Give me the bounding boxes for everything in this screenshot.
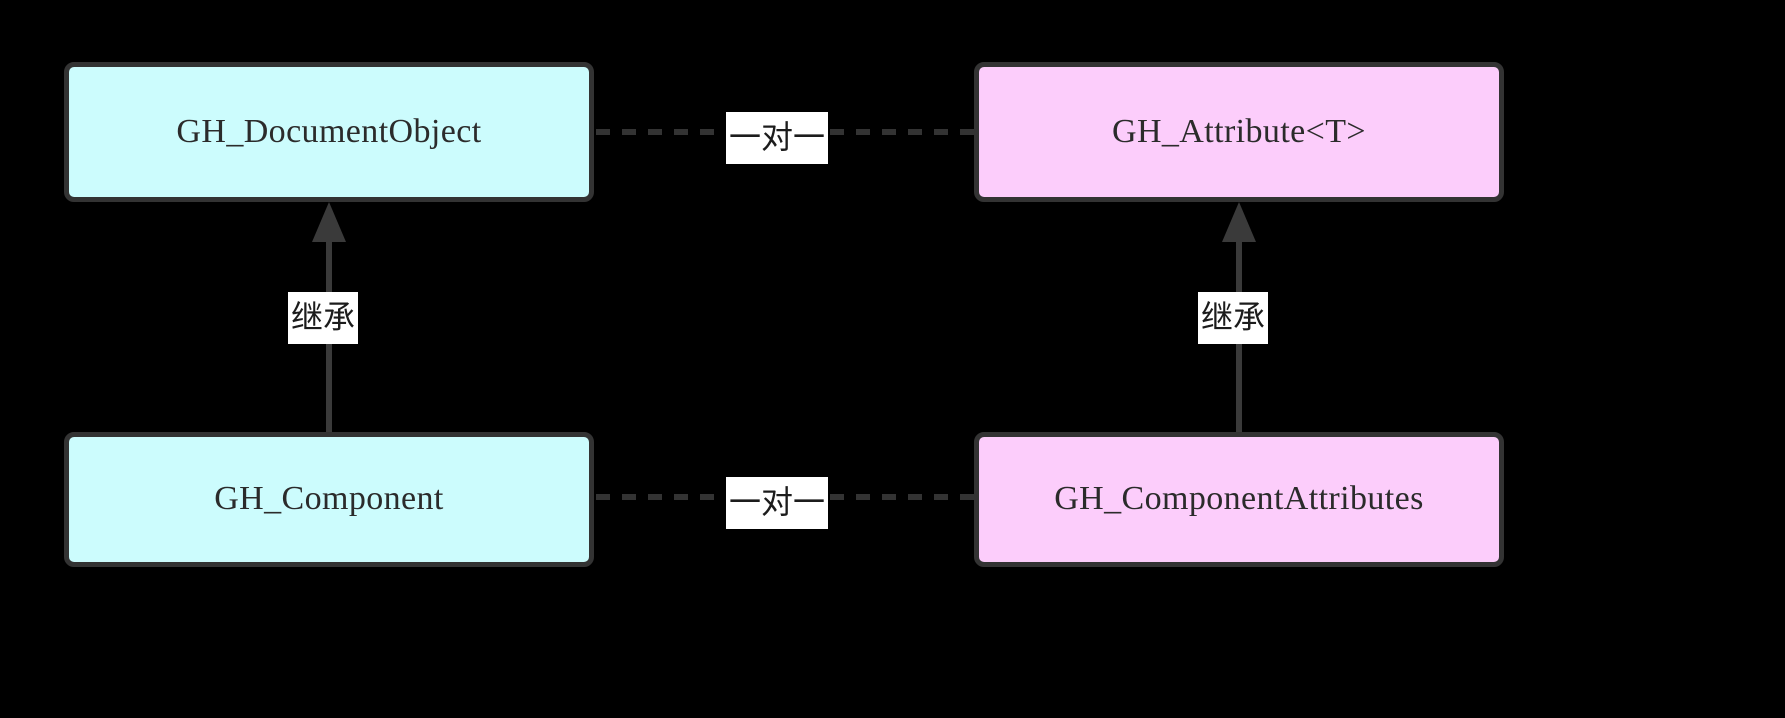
inheritance-arrowhead-icon-right xyxy=(1222,202,1256,242)
class-box-gh-component[interactable]: GH_Component xyxy=(64,432,594,567)
edge-label-association-top: 一对一 xyxy=(726,112,829,164)
edge-label-inheritance-right: 继承 xyxy=(1198,292,1269,344)
class-box-label: GH_DocumentObject xyxy=(176,112,482,150)
inheritance-arrowhead-icon-left xyxy=(312,202,346,242)
class-box-gh-documentobject[interactable]: GH_DocumentObject xyxy=(64,62,594,202)
class-box-label: GH_ComponentAttributes xyxy=(1054,480,1424,518)
class-box-label: GH_Attribute<T> xyxy=(1112,112,1366,150)
edge-label-association-bottom: 一对一 xyxy=(726,477,829,529)
edge-label-inheritance-left: 继承 xyxy=(288,292,359,344)
class-box-gh-attribute[interactable]: GH_Attribute<T> xyxy=(974,62,1504,202)
class-box-label: GH_Component xyxy=(214,480,444,518)
class-box-gh-componentattributes[interactable]: GH_ComponentAttributes xyxy=(974,432,1504,567)
